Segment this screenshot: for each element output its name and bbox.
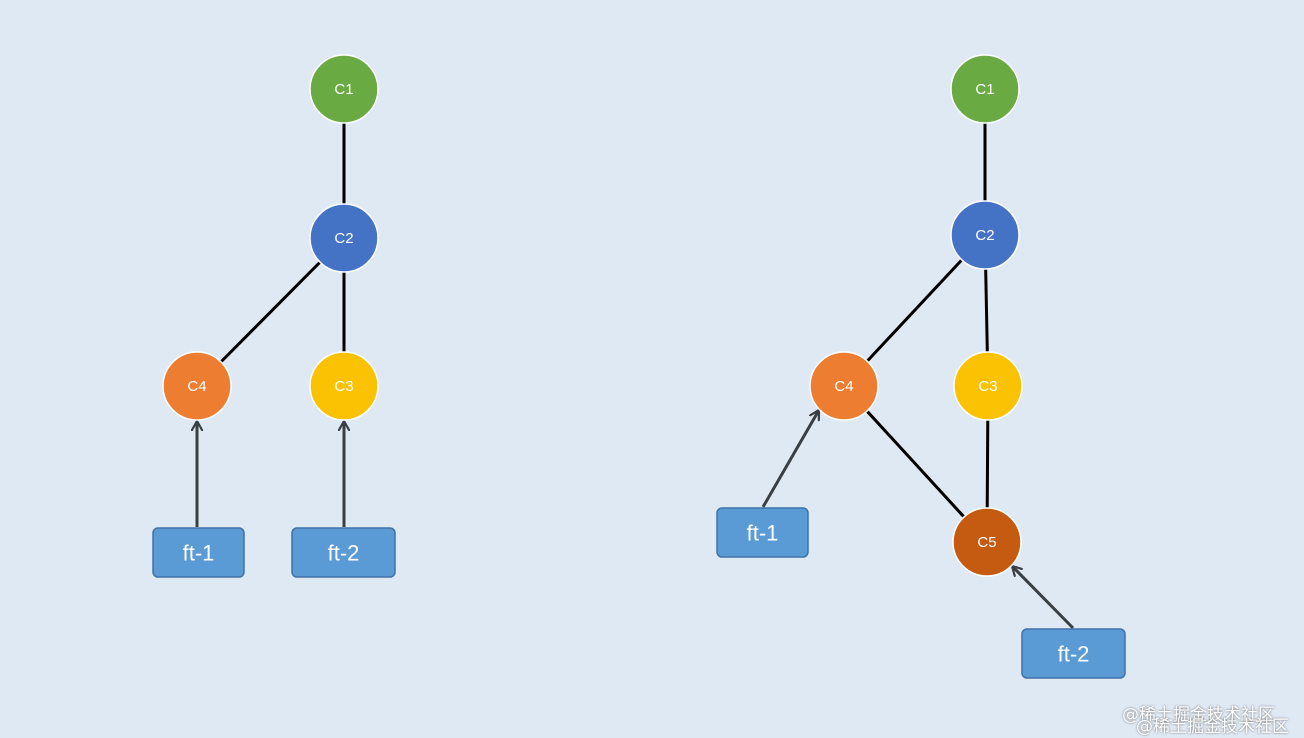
branch-box-ft1: ft-1: [152, 527, 245, 578]
watermark-shadow: @稀土掘金技术社区: [1136, 717, 1289, 737]
edges: [865, 123, 990, 518]
commit-circle: [953, 351, 1023, 421]
branch-name: ft-1: [183, 541, 215, 566]
commit-node-c4: C4: [162, 351, 232, 421]
branch-pointers: [761, 410, 1075, 630]
commit-label: C1: [334, 81, 353, 98]
edge-c2-c3: [984, 268, 989, 353]
commit-circle: [309, 54, 379, 124]
branch-name: ft-1: [747, 521, 779, 546]
commit-circle: [162, 351, 232, 421]
branch-rect: [152, 527, 245, 578]
branch-labels: ft-1 ft-2: [716, 507, 1126, 679]
commit-node-c1: C1: [950, 54, 1020, 124]
commit-circle: [309, 203, 379, 273]
branch-pointers: [197, 421, 344, 527]
edges: [219, 123, 346, 363]
branch-box-ft2: ft-2: [291, 527, 396, 578]
branch-name: ft-2: [328, 541, 360, 566]
commit-node-c2: C2: [950, 200, 1020, 270]
commit-label: C2: [334, 230, 353, 247]
branch-rect: [716, 507, 809, 558]
commit-label: C3: [334, 378, 353, 395]
commit-label: C3: [978, 378, 997, 395]
edge-c4-c5: [865, 410, 966, 518]
branch-arrow-ft1: [761, 410, 821, 508]
edge-c3-c5: [985, 419, 990, 509]
edge-c2-c4: [866, 258, 963, 363]
commit-label: C2: [975, 227, 994, 244]
branch-rect: [291, 527, 396, 578]
commit-label: C4: [187, 378, 206, 395]
watermark: @稀土掘金技术社区: [1122, 705, 1275, 725]
commit-circle: [952, 507, 1022, 577]
branch-arrow-ft2: [1012, 566, 1075, 630]
commit-node-c2: C2: [309, 203, 379, 273]
commit-label: C1: [975, 81, 994, 98]
commit-circle: [950, 200, 1020, 270]
branch-box-ft2: ft-2: [1021, 628, 1126, 679]
commit-label: C5: [977, 534, 996, 551]
commit-node-c4: C4: [809, 351, 879, 421]
commit-node-c3: C3: [309, 351, 379, 421]
commit-label: C4: [834, 378, 853, 395]
commit-circle: [950, 54, 1020, 124]
edge-c2-c4: [219, 261, 322, 363]
commit-node-c1: C1: [309, 54, 379, 124]
commit-node-c5: C5: [952, 507, 1022, 577]
branch-name: ft-2: [1058, 642, 1090, 667]
branch-box-ft1: ft-1: [716, 507, 809, 558]
commit-circle: [309, 351, 379, 421]
commit-node-c3: C3: [953, 351, 1023, 421]
branch-rect: [1021, 628, 1126, 679]
branch-labels: ft-1 ft-2: [152, 527, 396, 578]
commit-circle: [809, 351, 879, 421]
